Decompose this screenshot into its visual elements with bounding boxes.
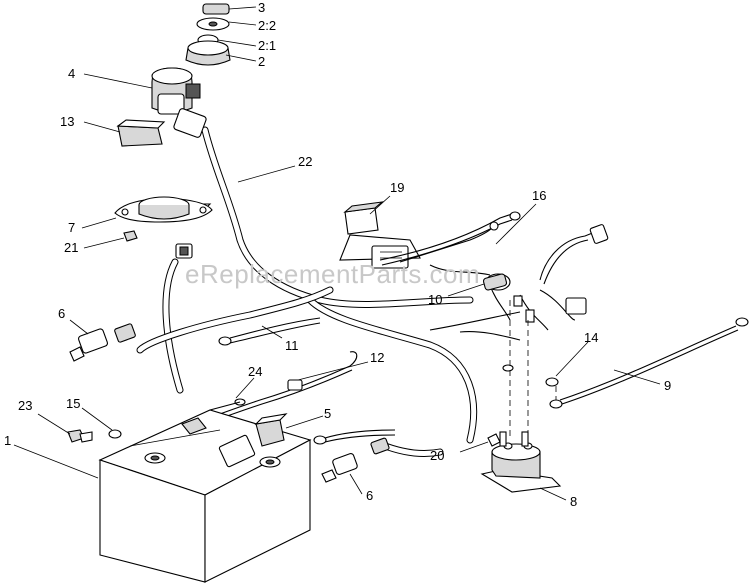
part-6-connector-lower [321,453,358,483]
switch-knob-assembly [185,3,231,66]
part-5-terminal-boot [254,413,288,447]
callout-7: 7 [68,220,75,235]
part-15-washer [108,429,122,439]
callout-6-upper: 6 [58,306,65,321]
callout-6-lower: 6 [366,488,373,503]
part-9-cable [549,317,749,409]
callout-22: 22 [298,154,312,169]
callout-21: 21 [64,240,78,255]
part-16-cable [379,211,521,266]
part-21-nut [123,230,138,242]
callout-10: 10 [428,292,442,307]
part-3-cap [202,3,230,15]
leader-lines [13,6,661,501]
part-8-solenoid [480,431,562,493]
wiring-harness [136,126,478,444]
callout-11: 11 [285,338,299,353]
callout-19: 19 [390,180,404,195]
callout-labels: 3 2:2 2:1 2 4 13 22 7 21 19 16 10 11 6 1… [4,0,671,509]
callout-8: 8 [570,494,577,509]
callout-2: 2 [258,54,265,69]
part-20-terminal [487,433,501,447]
callout-13: 13 [60,114,74,129]
part-4-switch [151,67,207,138]
harness-connector-left [175,243,193,259]
part-7-relay [114,196,213,223]
part-19-relay [339,201,421,269]
callout-2-1: 2:1 [258,38,276,53]
part-11-cable [218,317,321,346]
callout-15: 15 [66,396,80,411]
callout-16: 16 [532,188,546,203]
callout-24: 24 [248,364,262,379]
assembly-lines [509,300,557,440]
callout-3: 3 [258,0,265,15]
callout-9: 9 [664,378,671,393]
part-23-wing-nut [67,429,93,443]
part-14-nut [545,377,559,387]
part-13-connector [116,119,166,147]
callout-5: 5 [324,406,331,421]
callout-12: 12 [370,350,384,365]
callout-20: 20 [430,448,444,463]
battery-cable-lower [313,429,444,458]
part-6-connector-upper [69,323,136,362]
callout-14: 14 [584,330,598,345]
callout-4: 4 [68,66,75,81]
part-10-fuse [482,273,508,291]
callout-1: 1 [4,433,11,448]
callout-23: 23 [18,398,32,413]
watermark-text: eReplacementParts.com [185,259,480,289]
solenoid-terminals [502,295,535,372]
callout-2-2: 2:2 [258,18,276,33]
